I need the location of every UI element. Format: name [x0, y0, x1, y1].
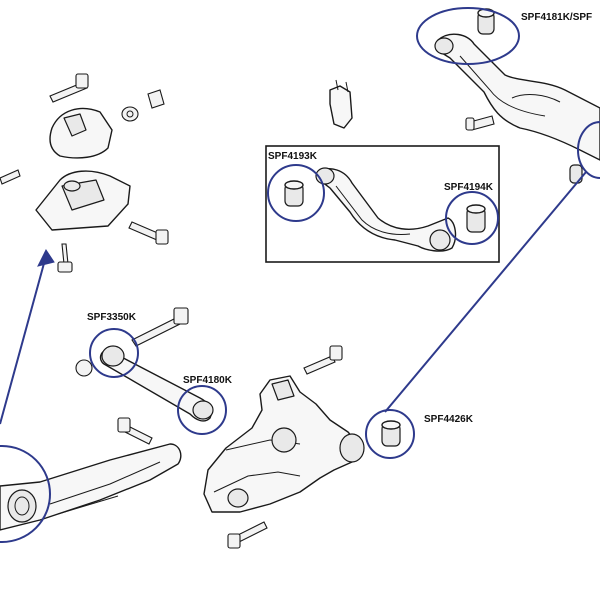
bolt-mount-right [128, 221, 169, 245]
label-spf4426: SPF4426K [424, 414, 474, 425]
inset-box [265, 145, 500, 263]
bracket-top [329, 79, 353, 129]
bolt-mount-bottom [57, 243, 73, 273]
bushing-spf4426 [381, 420, 401, 447]
leader-arrowhead [37, 249, 55, 267]
trailing-arm [0, 443, 182, 531]
highlight-ring-spf4194 [445, 191, 499, 245]
bolt-small-top [465, 115, 495, 131]
label-spf4193: SPF4193K [268, 151, 318, 162]
bolt-mount-top [49, 73, 89, 103]
engine-mount [35, 107, 131, 231]
nut-link-left [75, 359, 93, 377]
leader-line-right [384, 171, 587, 413]
lower-control-arm [434, 8, 600, 184]
bolt-far-left [0, 169, 21, 185]
bushing-spf4193 [284, 180, 304, 207]
highlight-ring-spf3350 [89, 328, 139, 378]
knuckle [203, 375, 365, 513]
highlight-ring-arm-right [577, 121, 600, 179]
nut-mount-2 [147, 89, 165, 109]
arm-eye-right [429, 229, 451, 251]
label-spf3350: SPF3350K [87, 312, 137, 323]
label-spf4181: SPF4181K/SPF [521, 12, 592, 23]
lateral-link [99, 345, 214, 422]
upper-arm-detail [316, 168, 457, 252]
bolt-link-top [131, 307, 189, 347]
leader-line-left [0, 255, 47, 425]
highlight-ring-spf4180 [177, 385, 227, 435]
bolt-trailing-top [117, 417, 153, 445]
label-spf4194: SPF4194K [444, 182, 494, 193]
nut-mount-1 [121, 106, 139, 122]
highlight-ring-spf4193 [267, 164, 325, 222]
highlight-ring-spf4181 [416, 7, 520, 65]
bolt-knuckle-bottom [227, 521, 268, 549]
bushing-spf4194 [466, 204, 486, 233]
bolt-knuckle-top [303, 345, 343, 375]
highlight-ring-spf4426 [365, 409, 415, 459]
label-spf4180: SPF4180K [183, 375, 233, 386]
highlight-ring-trailing-arm [0, 445, 51, 543]
